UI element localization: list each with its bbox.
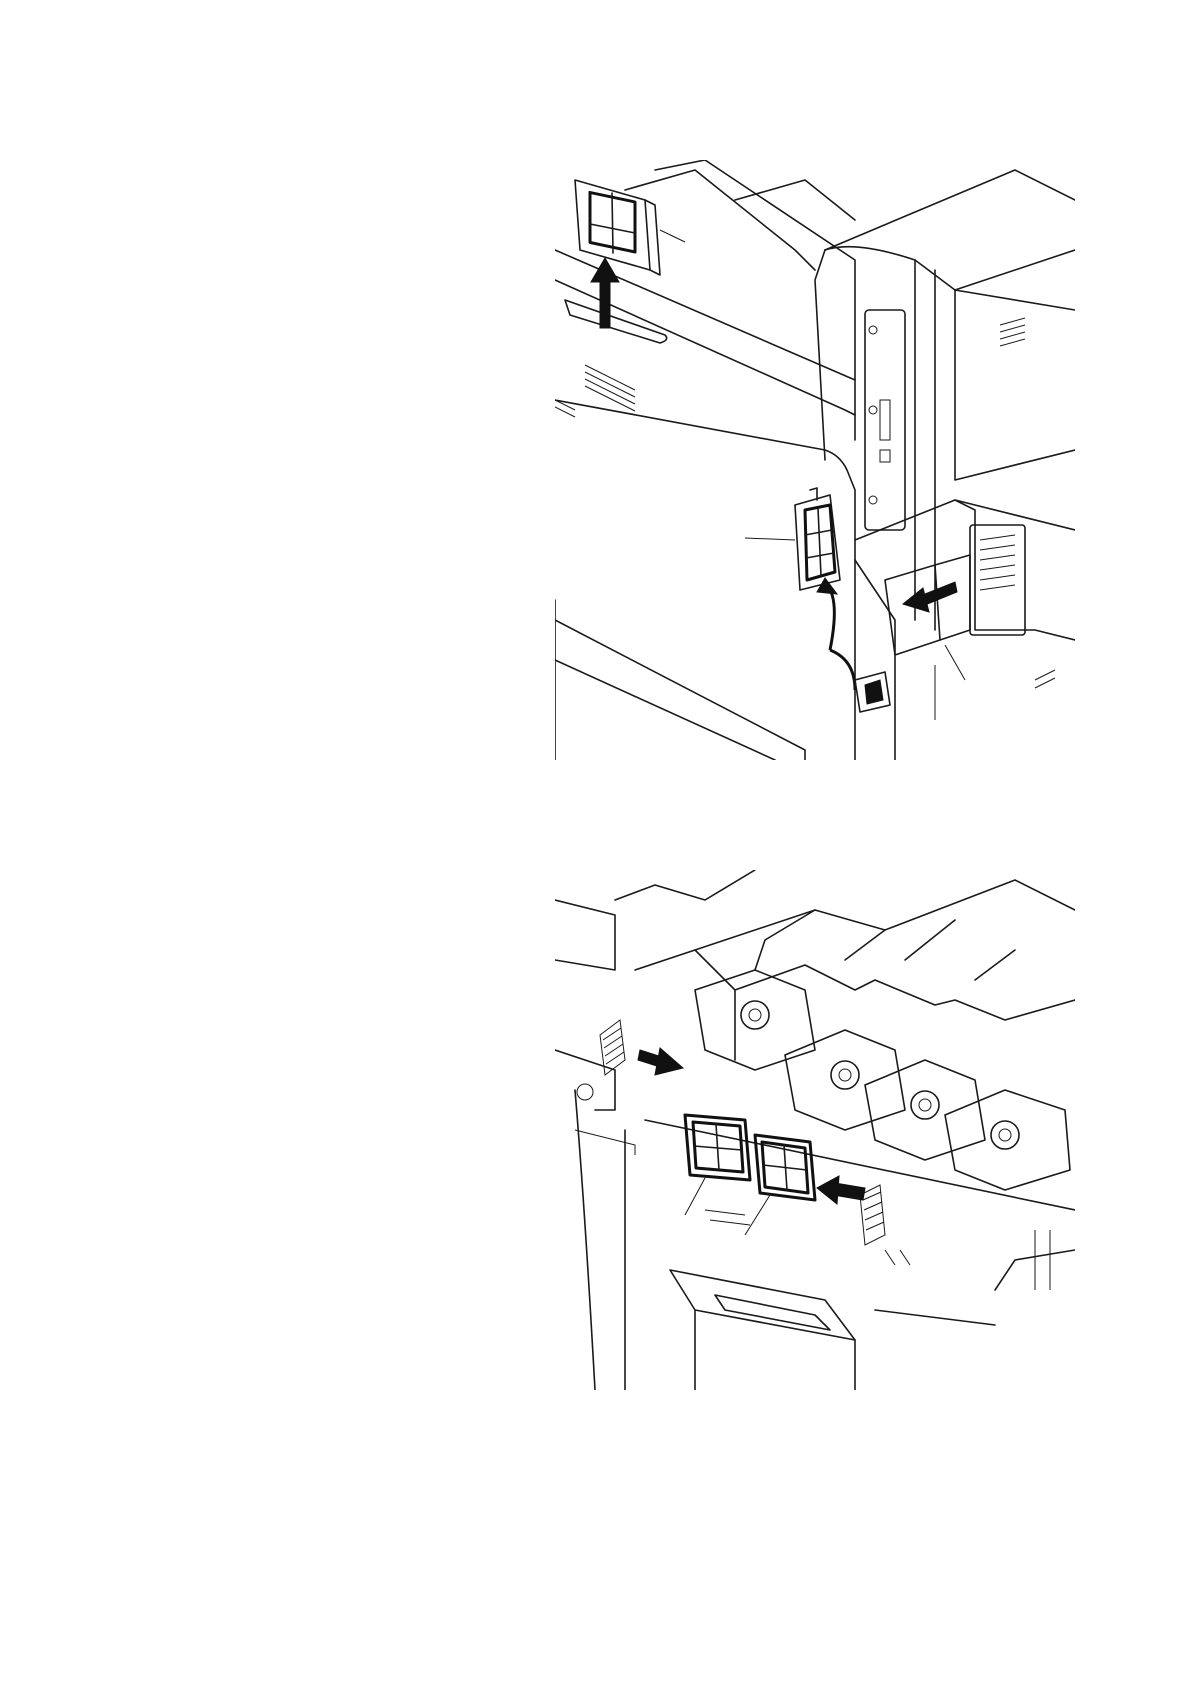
filter-holder-right (885, 525, 1025, 720)
left-arrow-icon (903, 582, 957, 612)
lower-illustration-drawing (555, 870, 1075, 1390)
machine-front-outline (555, 870, 1075, 1390)
filter-cover-removed-top (575, 180, 685, 275)
machine-body-outline (555, 160, 1075, 760)
filter-icon (745, 1135, 815, 1235)
filter-cover-removed-middle (745, 488, 840, 590)
toner-cartridge (695, 970, 815, 1070)
toner-cartridge (945, 1090, 1070, 1190)
latch (855, 672, 890, 712)
toner-cartridge (785, 1030, 905, 1130)
curved-arrow-icon (817, 578, 855, 690)
toner-cartridge (865, 1060, 985, 1160)
left-arrow-icon (817, 1176, 865, 1204)
filter-icon (685, 1115, 750, 1215)
filter-icon (805, 505, 835, 580)
upper-illustration (555, 160, 1075, 760)
lower-illustration (555, 870, 1075, 1390)
right-arrow-icon (638, 1048, 683, 1075)
upper-illustration-drawing (555, 160, 1075, 760)
toner-cartridges (695, 970, 1070, 1190)
filter-icon (590, 192, 635, 253)
filter-slot-left (600, 1020, 625, 1075)
